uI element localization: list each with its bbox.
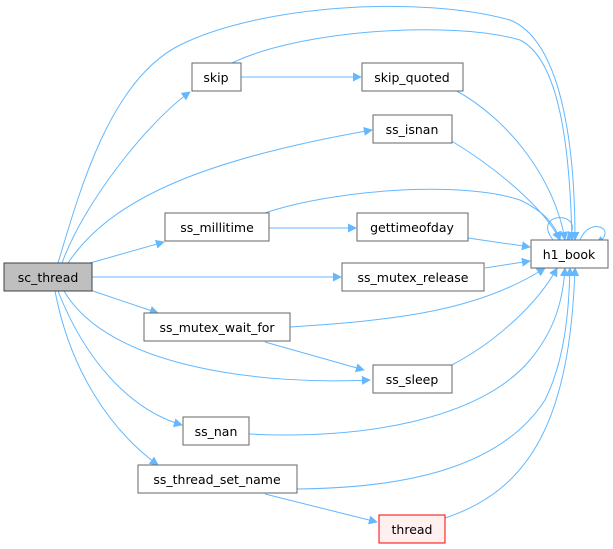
node-ss_mutex_wait_for[interactable]: ss_mutex_wait_for (143, 312, 291, 342)
node-label: skip_quoted (374, 70, 449, 85)
node-ss_sleep[interactable]: ss_sleep (372, 364, 453, 394)
edge-h1_book-self-loop-left (547, 217, 576, 241)
edge-ss_thread_set_name-h1_book (296, 267, 575, 490)
node-skip_quoted[interactable]: skip_quoted (361, 62, 464, 92)
edge-ss_mutex_release-h1_book (484, 257, 531, 269)
edge-ss_mutex_wait_for-ss_sleep (264, 341, 365, 373)
edge-sc_thread-ss_nan (57, 290, 183, 428)
node-gettimeofday[interactable]: gettimeofday (356, 212, 469, 242)
edge-sc_thread-ss_sleep (63, 290, 371, 385)
edge-ss_isnan-h1_book (449, 139, 561, 241)
edge-gettimeofday-h1_book (467, 237, 531, 251)
edge-skip-h1_book (231, 29, 577, 241)
node-label: skip (203, 70, 228, 85)
node-sc_thread[interactable]: sc_thread (3, 262, 93, 292)
node-ss_millitime[interactable]: ss_millitime (164, 212, 270, 242)
edge-sc_thread-ss_millitime (89, 239, 165, 264)
edge-ss_nan-h1_book (248, 267, 569, 436)
node-ss_nan[interactable]: ss_nan (182, 416, 250, 446)
node-ss_isnan[interactable]: ss_isnan (372, 114, 453, 144)
node-ss_mutex_release[interactable]: ss_mutex_release (341, 262, 485, 292)
node-thread[interactable]: thread (378, 514, 446, 544)
node-skip[interactable]: skip (191, 62, 242, 92)
node-label: h1_book (543, 247, 596, 262)
node-label: sc_thread (18, 270, 79, 285)
edge-sc_thread-ss_isnan (67, 126, 373, 264)
edge-sc_thread-skip (61, 91, 191, 264)
node-ss_thread_set_name[interactable]: ss_thread_set_name (137, 464, 298, 494)
edge-thread-h1_book (444, 267, 580, 519)
edge-ss_mutex_wait_for-h1_book (289, 267, 546, 328)
edge-sc_thread-ss_mutex_wait_for (89, 289, 159, 315)
node-label: ss_sleep (386, 372, 439, 387)
node-label: ss_mutex_release (358, 270, 469, 285)
node-label: ss_isnan (386, 122, 439, 137)
node-label: ss_thread_set_name (153, 472, 281, 487)
node-label: thread (392, 522, 433, 537)
edge-sc_thread-h1_book (57, 5, 580, 264)
node-label: ss_nan (195, 424, 238, 439)
edge-sc_thread-ss_thread_set_name (54, 290, 159, 466)
edge-skip_quoted-h1_book (454, 89, 569, 241)
node-label: gettimeofday (370, 220, 454, 235)
edge-ss_millitime-h1_book (261, 188, 562, 241)
node-label: ss_mutex_wait_for (159, 320, 275, 335)
edge-ss_sleep-h1_book (449, 267, 558, 367)
node-label: ss_millitime (180, 220, 254, 235)
node-h1_book[interactable]: h1_book (530, 239, 609, 269)
edge-ss_thread_set_name-thread (264, 493, 378, 525)
